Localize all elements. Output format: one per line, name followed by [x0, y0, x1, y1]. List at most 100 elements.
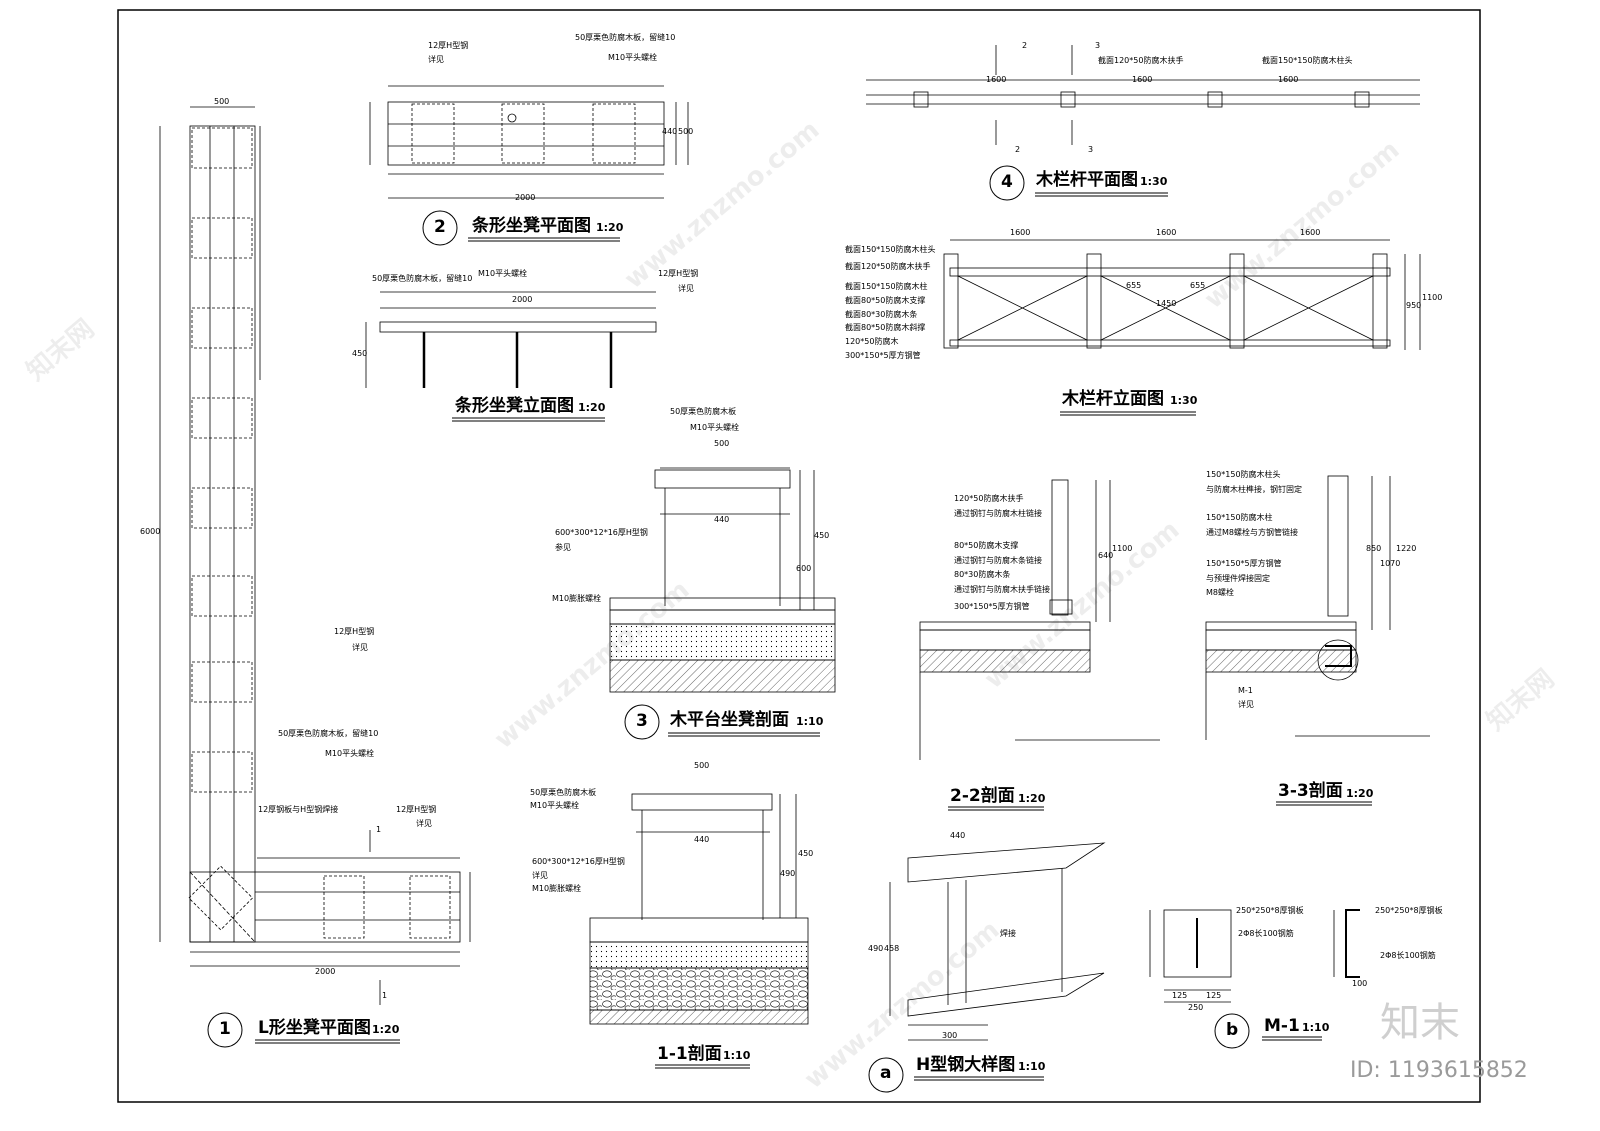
dim: 440 — [662, 127, 678, 136]
title-sec33: 3-3剖面 — [1278, 781, 1343, 801]
dim: 450 — [352, 349, 368, 358]
dim: 440 — [950, 831, 966, 840]
dim: 500 — [214, 97, 230, 106]
note: 300*150*5厚方钢管 — [845, 351, 921, 360]
scale: 1:20 — [578, 401, 606, 414]
note: M10膨胀螺栓 — [552, 594, 602, 603]
section-2-2 — [919, 479, 1160, 760]
dim: 655 — [1190, 281, 1206, 290]
note: 截面80*50防腐木支撑 — [845, 296, 926, 305]
note: 50厚栗色防腐木板，留缝10 — [372, 274, 473, 283]
note: 2Φ8长100钢筋 — [1380, 951, 1436, 960]
title-platform-section: 木平台坐凳剖面 — [670, 710, 789, 730]
rail-plan — [866, 45, 1420, 145]
dim: 250 — [1188, 1003, 1204, 1012]
dim: 655 — [1126, 281, 1142, 290]
note: 120*50防腐木扶手 — [954, 494, 1024, 503]
note: M10平头螺栓 — [608, 53, 658, 62]
brand-logo: 知末 — [1380, 1000, 1460, 1046]
cut-mark: 3 — [1095, 41, 1101, 50]
dim: 125 — [1172, 991, 1188, 1000]
note: 与防腐木柱榫接，钢钉固定 — [1206, 485, 1302, 494]
note: 截面150*150防腐木柱头 — [845, 245, 936, 254]
title-num: 3 — [636, 711, 648, 731]
dim: 600 — [796, 564, 812, 573]
title-sec11: 1-1剖面 — [657, 1044, 722, 1064]
note: M-1 — [1238, 686, 1253, 695]
note: 50厚栗色防腐木板，留缝10 — [278, 729, 379, 738]
title-num: 1 — [219, 1019, 231, 1039]
scale: 1:20 — [1018, 792, 1046, 805]
dim: 490 — [868, 944, 884, 953]
scale: 1:20 — [372, 1023, 400, 1036]
title-sec22: 2-2剖面 — [950, 786, 1015, 806]
note: 600*300*12*16厚H型钢 — [532, 857, 625, 866]
title-l-bench: L形坐凳平面图 — [258, 1018, 371, 1038]
note: M10膨胀螺栓 — [532, 884, 582, 893]
dim: 950 — [1406, 301, 1422, 310]
title-strip-plan: 条形坐凳平面图 — [472, 216, 591, 236]
dim: 440 — [714, 515, 730, 524]
title-underlines — [255, 192, 1372, 1081]
note: 截面120*50防腐木扶手 — [845, 262, 931, 271]
note: 50厚栗色防腐木板 — [670, 407, 737, 416]
dim: 1220 — [1396, 544, 1417, 553]
note: 120*50防腐木 — [845, 337, 899, 346]
scale: 1:10 — [1302, 1021, 1330, 1034]
cut-mark: 2 — [1022, 41, 1028, 50]
scale: 1:20 — [596, 221, 624, 234]
title-num: 2 — [434, 217, 446, 237]
dim: 500 — [694, 761, 710, 770]
dim: 1100 — [1112, 544, 1133, 553]
note: 12厚H型钢 — [334, 627, 375, 636]
note: 250*250*8厚钢板 — [1236, 906, 1304, 915]
scale: 1:30 — [1170, 394, 1198, 407]
title-num: a — [880, 1063, 892, 1083]
dim: 2000 — [315, 967, 336, 976]
note: 50厚栗色防腐木板，留缝10 — [575, 33, 676, 42]
title-rail-elev: 木栏杆立面图 — [1062, 389, 1164, 409]
note: M10平头螺栓 — [530, 801, 580, 810]
note: 与预埋件焊接固定 — [1206, 574, 1270, 583]
note: 80*50防腐木支撑 — [954, 541, 1019, 550]
note: M10平头螺栓 — [690, 423, 740, 432]
section-3-3 — [1205, 475, 1430, 740]
dim: 440 — [694, 835, 710, 844]
title-num: 4 — [1001, 172, 1013, 192]
dim: 2000 — [515, 193, 536, 202]
note: 12厚钢板与H型钢焊接 — [258, 805, 339, 814]
note: 详见 — [532, 871, 548, 880]
dim: 6000 — [140, 527, 161, 536]
dim: 1600 — [1132, 75, 1153, 84]
dim: 1100 — [1422, 293, 1443, 302]
note: 截面120*50防腐木扶手 — [1098, 56, 1184, 65]
title-m1: M-1 — [1264, 1016, 1300, 1036]
dim: 1450 — [1156, 299, 1177, 308]
dim: 490 — [780, 869, 796, 878]
title-rail-plan: 木栏杆平面图 — [1036, 170, 1138, 190]
scale: 1:10 — [723, 1049, 751, 1062]
note: 12厚H型钢 — [428, 41, 469, 50]
note: 参见 — [555, 543, 571, 552]
note: 通过钢钉与防腐木条链接 — [954, 556, 1042, 565]
note: 详见 — [428, 55, 444, 64]
note: 截面150*150防腐木柱 — [845, 282, 928, 291]
note: 截面80*50防腐木斜撑 — [845, 323, 926, 332]
scale: 1:10 — [796, 715, 824, 728]
note: 通过M8螺栓与方钢管链接 — [1206, 528, 1298, 537]
sheet-border — [117, 9, 1481, 1103]
note: 300*150*5厚方钢管 — [954, 602, 1030, 611]
note: 12厚H型钢 — [658, 269, 699, 278]
strip-bench-elevation — [365, 291, 657, 388]
title-circles — [207, 165, 1250, 1093]
m1-detail — [1149, 909, 1360, 1003]
note: M10平头螺栓 — [325, 749, 375, 758]
section-1-1 — [589, 793, 809, 1025]
cut-mark: 1 — [382, 991, 388, 1000]
note: 150*150防腐木柱 — [1206, 513, 1273, 522]
platform-section — [609, 467, 836, 693]
dim: 1600 — [1010, 228, 1031, 237]
note: 150*150*5厚方钢管 — [1206, 559, 1282, 568]
dim: 300 — [942, 1031, 958, 1040]
cut-mark: 1 — [376, 825, 382, 834]
